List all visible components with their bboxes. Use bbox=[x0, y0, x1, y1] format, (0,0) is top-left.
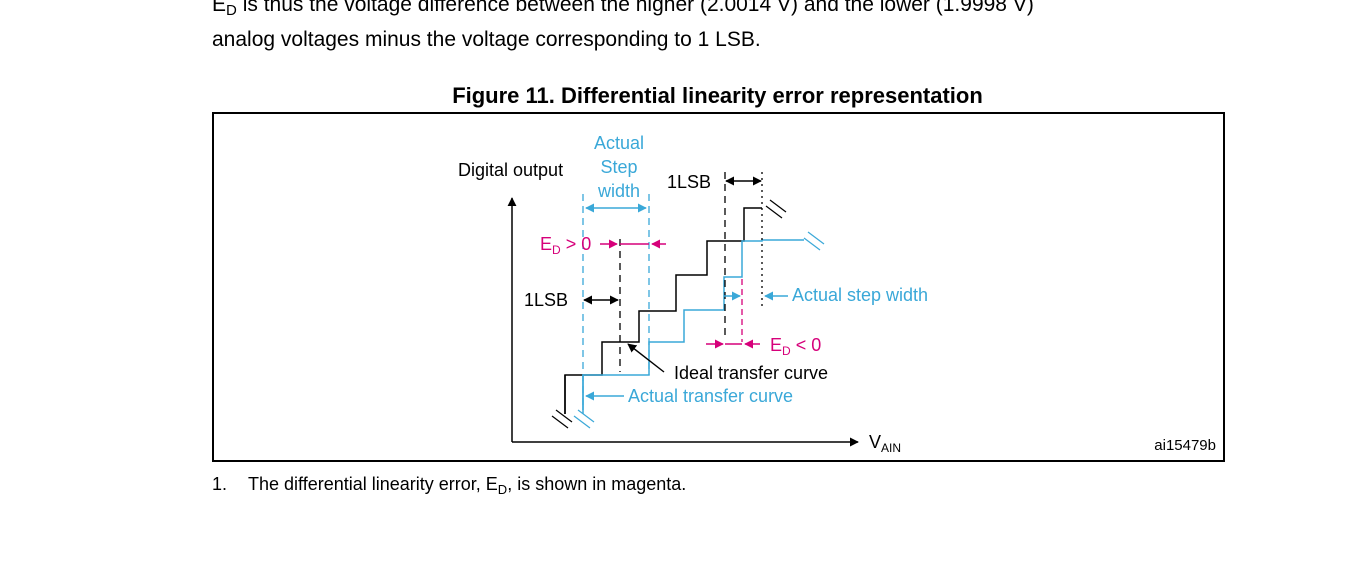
one-lsb-top-label: 1LSB bbox=[667, 172, 711, 192]
actual-break-top-1 bbox=[807, 231, 825, 245]
ideal-break-bottom-2 bbox=[551, 415, 569, 429]
actual-break-bottom-1 bbox=[577, 409, 595, 423]
x-axis-label: VAIN bbox=[869, 432, 901, 455]
actual-transfer-curve bbox=[582, 239, 804, 410]
footnote-text-before: The differential linearity error, E bbox=[248, 474, 498, 494]
y-axis-label: Digital output bbox=[458, 160, 563, 180]
figure-title: Figure 11. Differential linearity error … bbox=[452, 83, 983, 108]
ideal-transfer-curve bbox=[564, 207, 762, 414]
ideal-break-bottom-1 bbox=[555, 409, 573, 423]
footnote-text-after: , is shown in magenta. bbox=[507, 474, 687, 494]
actual-step-width-label-3: width bbox=[597, 181, 640, 201]
figure-id: ai15479b bbox=[1154, 437, 1216, 454]
footnote-number: 1. bbox=[212, 474, 228, 494]
intro-line-2: analog voltages minus the voltage corres… bbox=[212, 28, 761, 51]
actual-step-width-label-1: Actual bbox=[594, 133, 644, 153]
intro-paragraph: ED is thus the voltage difference betwee… bbox=[212, 0, 1272, 54]
dnl-diagram: Digital output Actual Step width 1LSB 1L… bbox=[458, 133, 1216, 455]
footnote: 1. The differential linearity error, ED, … bbox=[212, 472, 686, 502]
ideal-break-top-2 bbox=[765, 205, 783, 219]
intro-line-1: ED is thus the voltage difference betwee… bbox=[212, 0, 1034, 19]
one-lsb-left-label: 1LSB bbox=[524, 290, 568, 310]
ed-negative-label: ED < 0 bbox=[770, 335, 821, 358]
ed-positive-label: ED > 0 bbox=[540, 234, 591, 257]
actual-step-width-label-2: Step bbox=[600, 157, 637, 177]
actual-break-top-2 bbox=[803, 237, 821, 251]
actual-break-bottom-2 bbox=[573, 415, 591, 429]
ideal-break-top-1 bbox=[769, 199, 787, 213]
actual-curve-label: Actual transfer curve bbox=[628, 386, 793, 406]
actual-step-width-right-label: Actual step width bbox=[792, 285, 928, 305]
figure-frame: Digital output Actual Step width 1LSB 1L… bbox=[212, 112, 1225, 462]
footnote-text-sub: D bbox=[497, 482, 508, 497]
ideal-curve-label: Ideal transfer curve bbox=[674, 363, 828, 383]
ideal-curve-pointer bbox=[627, 343, 665, 373]
